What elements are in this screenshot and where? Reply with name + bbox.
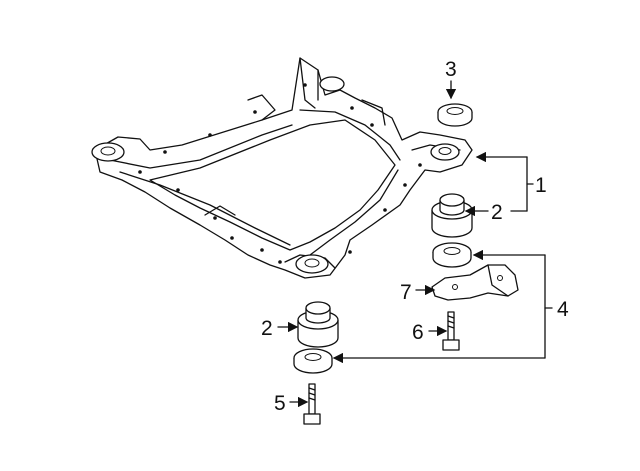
leader-4 — [332, 249, 553, 364]
upper-insulator-icon — [437, 103, 473, 127]
callout-1: 1 — [535, 174, 547, 197]
subframe-crossmember — [91, 57, 473, 279]
leader-1 — [475, 151, 534, 212]
hex-bolt-icon-6 — [442, 311, 460, 351]
mounting-bracket-icon — [431, 264, 519, 301]
callout-2-lower: 2 — [261, 317, 273, 340]
hex-bolt-icon-5 — [303, 383, 321, 425]
callout-6: 6 — [412, 321, 424, 344]
rubber-bushing-icon-lower — [297, 301, 339, 348]
lower-insulator-icon — [432, 242, 472, 268]
callout-7: 7 — [400, 281, 412, 304]
callout-5: 5 — [274, 392, 286, 415]
callout-3: 3 — [445, 58, 457, 81]
callout-2-upper: 2 — [491, 201, 503, 224]
rubber-bushing-icon — [431, 193, 473, 238]
callout-4: 4 — [557, 298, 569, 321]
lower-insulator-icon-left — [293, 348, 333, 374]
